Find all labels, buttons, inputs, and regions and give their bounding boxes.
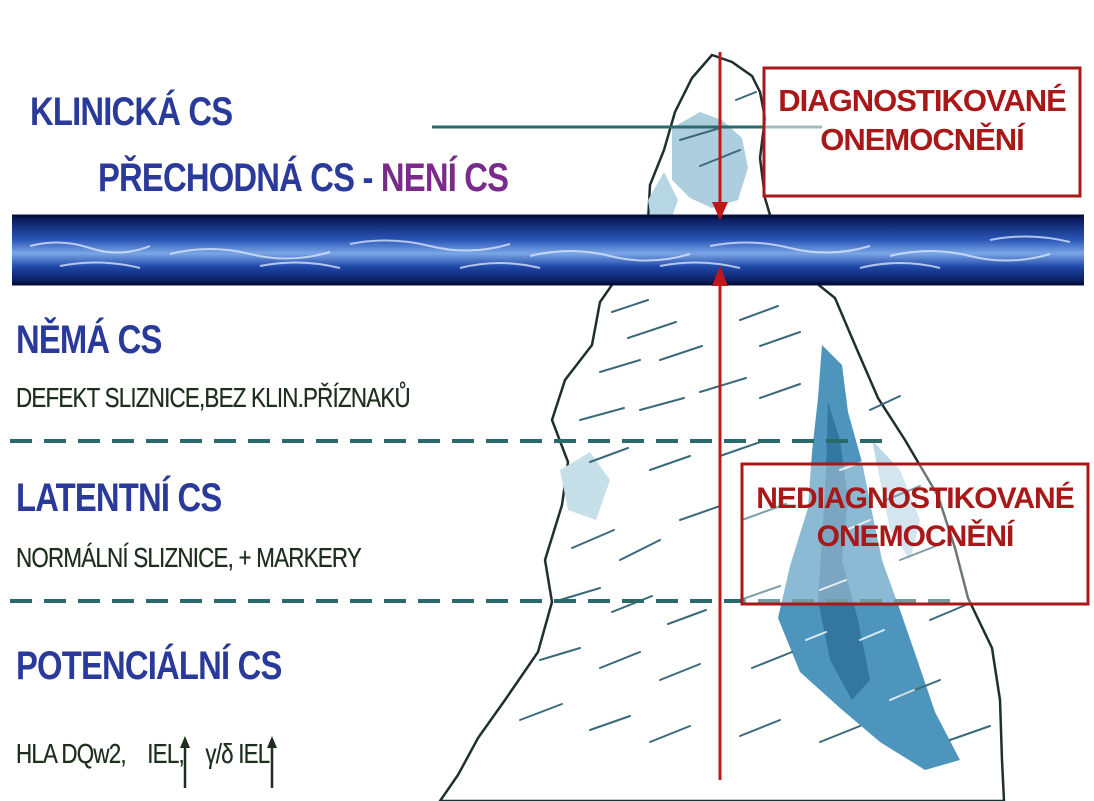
level-transitional-label: PŘECHODNÁ CS - [98,156,381,200]
diagnosed-label: DIAGNOSTIKOVANÉ ONEMOCNĚNÍ [764,82,1080,160]
potential-gamma-delta-iel: γ/δ IEL [205,738,269,769]
water-surface [12,216,1084,284]
level-clinical: KLINICKÁ CS [30,92,232,132]
level-latent-description: NORMÁLNÍ SLIZNICE, + MARKERY [16,544,361,572]
level-silent: NĚMÁ CS [16,320,162,360]
potential-iel: IEL, [147,738,184,769]
level-silent-description: DEFEKT SLIZNICE,BEZ KLIN.PŘÍZNAKŮ [16,384,410,412]
level-latent: LATENTNÍ CS [16,478,221,518]
undiagnosed-line2: ONEMOCNĚNÍ [742,518,1088,556]
undiagnosed-label: NEDIAGNOSTIKOVANÉ ONEMOCNĚNÍ [742,480,1088,555]
level-transitional: PŘECHODNÁ CS - NENÍ CS [98,158,508,198]
level-potential-description: HLA DQw2, IEL, γ/δ IEL [16,740,269,768]
level-not-cs: NENÍ CS [381,156,508,200]
level-potential: POTENCIÁLNÍ CS [16,646,282,686]
diagnosed-line2: ONEMOCNĚNÍ [764,121,1080,160]
potential-hla: HLA DQw2, [16,738,126,769]
diagnosed-line1: DIAGNOSTIKOVANÉ [764,82,1080,121]
undiagnosed-line1: NEDIAGNOSTIKOVANÉ [742,480,1088,518]
